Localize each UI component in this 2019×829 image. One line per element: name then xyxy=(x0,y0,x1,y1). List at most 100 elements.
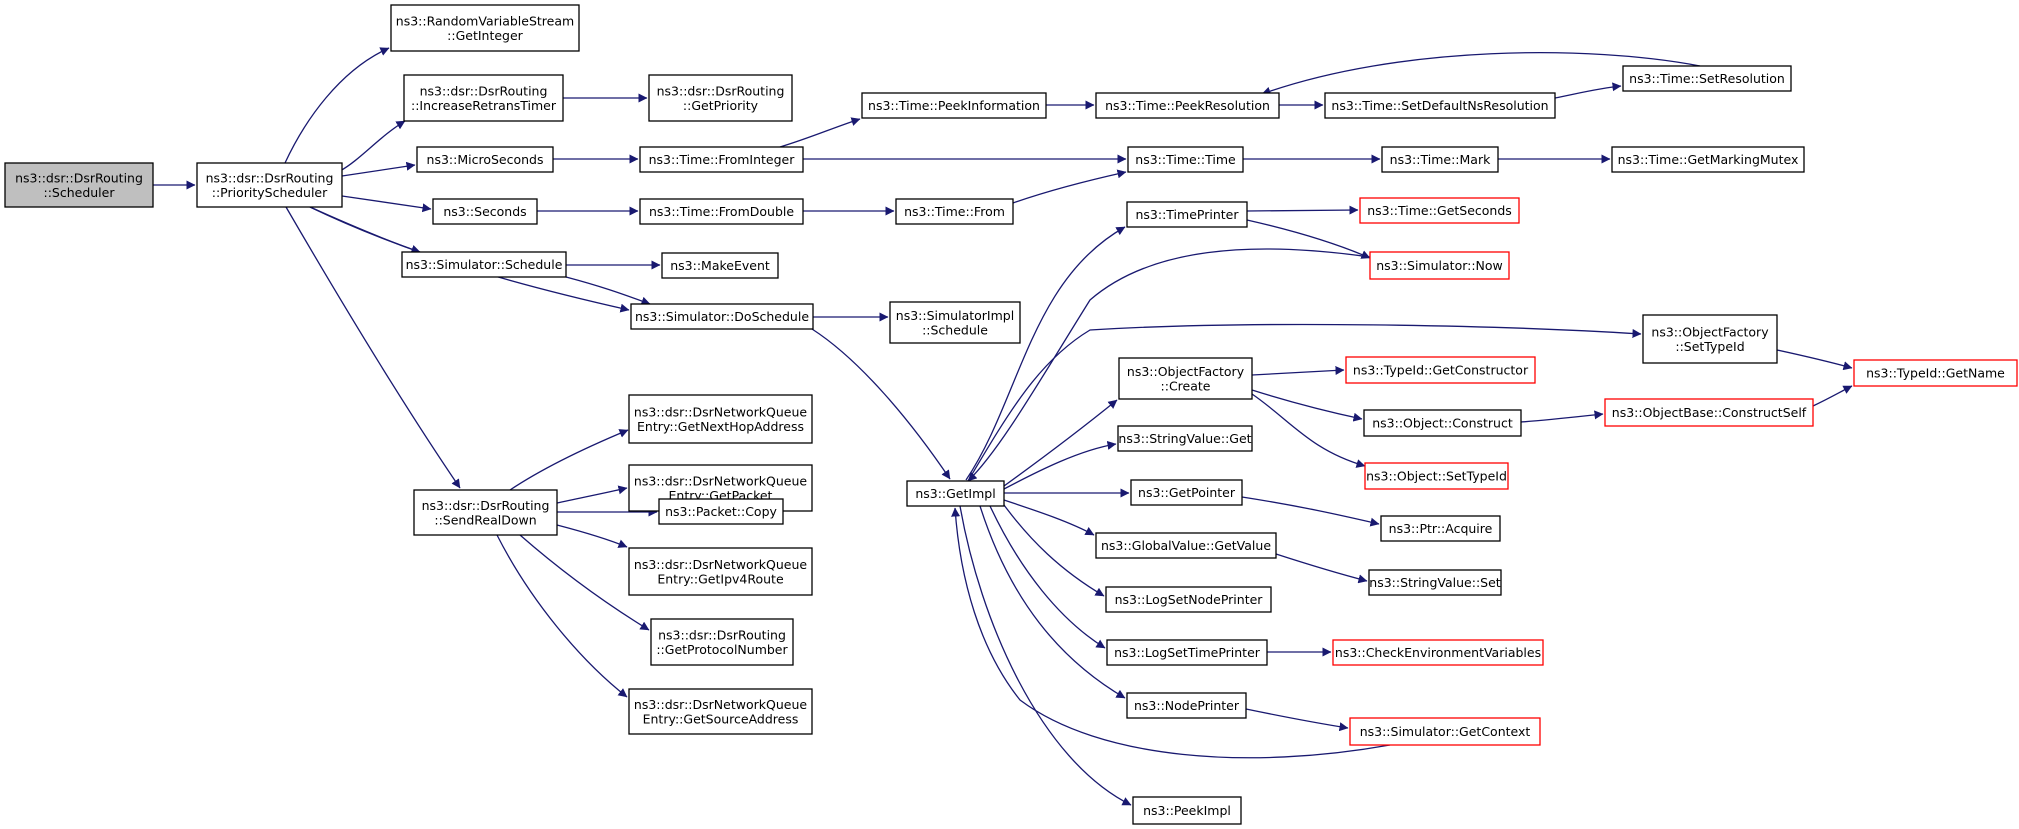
node-peekres[interactable]: ns3::Time::PeekResolution xyxy=(1095,92,1280,119)
node-getptr[interactable]: ns3::GetPointer xyxy=(1130,479,1243,506)
node-lstp[interactable]: ns3::LogSetTimePrinter xyxy=(1106,639,1268,666)
edge-ofcreate-osettid xyxy=(1251,393,1366,468)
node-micro[interactable]: ns3::MicroSeconds xyxy=(416,146,554,173)
node-nhop[interactable]: ns3::dsr::DsrNetworkQueueEntry::GetNextH… xyxy=(628,394,813,444)
node-label: ns3::Time::FromInteger xyxy=(649,152,796,167)
node-setdef[interactable]: ns3::Time::SetDefaultNsResolution xyxy=(1324,92,1556,119)
node-label: ns3::StringValue::Get xyxy=(1118,431,1251,446)
node-svget[interactable]: ns3::StringValue::Get xyxy=(1117,425,1253,452)
edge-timeprinter-simnow xyxy=(1246,219,1371,259)
node-label: ns3::GetPointer xyxy=(1138,485,1236,500)
node-mark[interactable]: ns3::Time::Mark xyxy=(1381,146,1499,173)
node-box xyxy=(1105,586,1272,613)
node-label: ns3::dsr::DsrRouting xyxy=(420,83,548,98)
node-box xyxy=(401,251,567,278)
node-from[interactable]: ns3::Time::From xyxy=(895,198,1014,225)
node-box xyxy=(1642,314,1778,364)
node-label: ::PriorityScheduler xyxy=(212,185,328,200)
edge-fromint-peekinfo xyxy=(779,117,861,148)
node-srcaddr[interactable]: ns3::dsr::DsrNetworkQueueEntry::GetSourc… xyxy=(628,688,813,735)
node-timeprinter[interactable]: ns3::TimePrinter xyxy=(1126,201,1248,228)
node-gmm[interactable]: ns3::Time::GetMarkingMutex xyxy=(1611,146,1805,173)
node-osettid[interactable]: ns3::Object::SetTypeId xyxy=(1364,462,1509,490)
function-nodes: ns3::dsr::DsrRouting::Schedulerns3::dsr:… xyxy=(4,4,2018,825)
node-label: ns3::dsr::DsrRouting xyxy=(422,498,550,513)
node-makeevent[interactable]: ns3::MakeEvent xyxy=(661,252,779,279)
node-box xyxy=(1364,462,1509,490)
node-lsnp[interactable]: ns3::LogSetNodePrinter xyxy=(1105,586,1272,613)
call-edges xyxy=(153,47,1853,806)
node-label: ns3::GlobalValue::GetValue xyxy=(1101,538,1271,553)
node-ps[interactable]: ns3::dsr::DsrRouting::PriorityScheduler xyxy=(196,162,343,208)
edge-simnow-getimpl xyxy=(967,248,1371,482)
node-label: ns3::Time::Time xyxy=(1135,152,1236,167)
node-box xyxy=(1095,532,1277,559)
node-getsec[interactable]: ns3::Time::GetSeconds xyxy=(1359,197,1520,224)
edge-ps-schedule xyxy=(309,206,421,254)
node-construct[interactable]: ns3::Object::Construct xyxy=(1363,409,1522,437)
node-label: ::Scheduler xyxy=(43,185,115,200)
node-label: ns3::Time::From xyxy=(904,204,1005,219)
node-timetime[interactable]: ns3::Time::Time xyxy=(1127,146,1244,173)
edge-ofcreate-construct xyxy=(1251,389,1363,422)
node-rvs[interactable]: ns3::RandomVariableStream::GetInteger xyxy=(390,4,580,52)
edge-getimpl-peekimpl xyxy=(959,505,1132,806)
node-label: ns3::Simulator::GetContext xyxy=(1360,724,1531,739)
node-label: ns3::Simulator::DoSchedule xyxy=(635,309,809,324)
node-ofsettid[interactable]: ns3::ObjectFactory::SetTypeId xyxy=(1642,314,1778,364)
node-getimpl[interactable]: ns3::GetImpl xyxy=(906,480,1005,507)
edge-schedule-dosched xyxy=(565,276,651,306)
node-getctor[interactable]: ns3::TypeId::GetConstructor xyxy=(1345,356,1536,384)
edge-getptr-acquire xyxy=(1241,496,1380,527)
node-label: ns3::Time::PeekResolution xyxy=(1105,98,1270,113)
node-simnow[interactable]: ns3::Simulator::Now xyxy=(1369,251,1510,280)
node-seconds[interactable]: ns3::Seconds xyxy=(432,198,538,225)
node-nodeprinter[interactable]: ns3::NodePrinter xyxy=(1126,692,1247,719)
node-box xyxy=(390,4,580,52)
node-gp[interactable]: ns3::dsr::DsrRouting::GetPriority xyxy=(648,74,793,122)
node-root[interactable]: ns3::dsr::DsrRouting::Scheduler xyxy=(4,162,154,208)
node-label: ns3::RandomVariableStream xyxy=(396,13,574,28)
node-label: ns3::Time::PeekInformation xyxy=(868,98,1040,113)
node-label: ns3::Time::GetMarkingMutex xyxy=(1618,152,1799,167)
node-cself[interactable]: ns3::ObjectBase::ConstructSelf xyxy=(1604,398,1814,427)
node-label: Entry::GetNextHopAddress xyxy=(637,419,804,434)
node-label: ns3::LogSetNodePrinter xyxy=(1115,592,1264,607)
node-fromdouble[interactable]: ns3::Time::FromDouble xyxy=(639,198,804,225)
node-label: ns3::dsr::DsrRouting xyxy=(657,83,785,98)
node-box xyxy=(1363,409,1522,437)
edge-gvget-svset xyxy=(1275,553,1368,584)
node-label: ns3::Simulator::Schedule xyxy=(406,257,563,272)
node-acquire[interactable]: ns3::Ptr::Acquire xyxy=(1380,515,1501,542)
node-label: ns3::Time::SetResolution xyxy=(1629,71,1785,86)
node-srd[interactable]: ns3::dsr::DsrRouting::SendRealDown xyxy=(413,489,558,536)
node-gvget[interactable]: ns3::GlobalValue::GetValue xyxy=(1095,532,1277,559)
node-irt[interactable]: ns3::dsr::DsrRouting::IncreaseRetransTim… xyxy=(403,74,564,122)
node-setres[interactable]: ns3::Time::SetResolution xyxy=(1622,65,1792,92)
node-label: ns3::dsr::DsrRouting xyxy=(206,170,334,185)
node-label: ns3::dsr::DsrRouting xyxy=(15,170,143,185)
node-peekimpl[interactable]: ns3::PeekImpl xyxy=(1132,796,1242,825)
node-ofcreate[interactable]: ns3::ObjectFactory::Create xyxy=(1118,357,1253,400)
node-label: ns3::ObjectFactory xyxy=(1651,324,1769,339)
node-cev[interactable]: ns3::CheckEnvironmentVariables xyxy=(1332,639,1544,666)
node-schedule[interactable]: ns3::Simulator::Schedule xyxy=(401,251,567,278)
node-peekinfo[interactable]: ns3::Time::PeekInformation xyxy=(861,92,1047,119)
edge-setres-peekres xyxy=(1261,52,1701,96)
node-label: ns3::ObjectFactory xyxy=(1127,364,1245,379)
node-getctx[interactable]: ns3::Simulator::GetContext xyxy=(1349,717,1541,746)
node-label: ns3::dsr::DsrNetworkQueue xyxy=(634,404,807,419)
node-fromint[interactable]: ns3::Time::FromInteger xyxy=(639,146,804,173)
node-svset[interactable]: ns3::StringValue::Set xyxy=(1368,569,1502,596)
node-dosched[interactable]: ns3::Simulator::DoSchedule xyxy=(630,303,814,330)
node-label: ns3::StringValue::Set xyxy=(1369,575,1500,590)
node-proto[interactable]: ns3::dsr::DsrRouting::GetProtocolNumber xyxy=(650,618,794,666)
edge-getimpl-lstp xyxy=(989,505,1106,649)
node-ipv4[interactable]: ns3::dsr::DsrNetworkQueueEntry::GetIpv4R… xyxy=(628,547,813,596)
node-pcopy[interactable]: ns3::Packet::Copy xyxy=(658,498,784,525)
node-simimpl[interactable]: ns3::SimulatorImpl::Schedule xyxy=(889,301,1021,344)
node-getname[interactable]: ns3::TypeId::GetName xyxy=(1853,359,2018,387)
node-label: ns3::PeekImpl xyxy=(1143,803,1231,818)
node-label: ns3::TypeId::GetConstructor xyxy=(1353,363,1529,378)
node-label: ns3::MakeEvent xyxy=(670,258,770,273)
